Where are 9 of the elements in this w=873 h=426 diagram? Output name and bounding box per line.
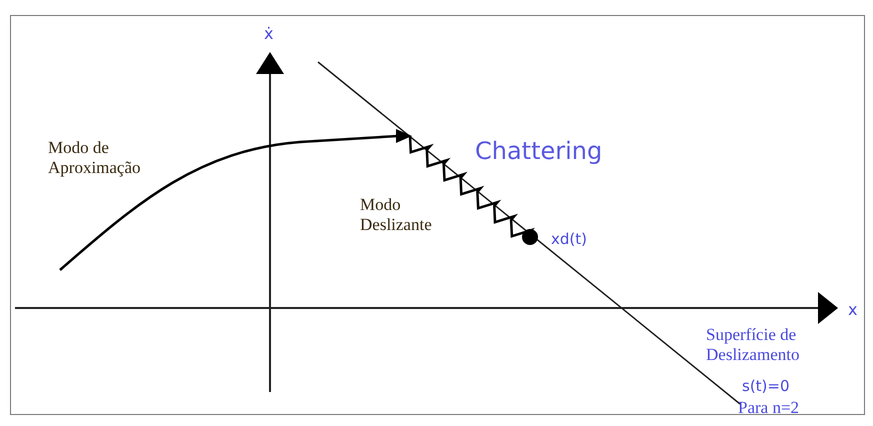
surface-label: Superfície de Deslizamento <box>706 325 800 365</box>
region-label: Modo Deslizante <box>360 195 433 235</box>
equation-label: s(t)=0 <box>742 376 791 396</box>
chattering-label: Chattering <box>475 136 604 166</box>
axis-label: x <box>848 300 858 320</box>
point-label: xd(t) <box>551 229 588 249</box>
axis-label: ẋ <box>264 24 274 44</box>
condition-label: Para n=2 <box>738 398 800 418</box>
region-label: Modo de Aproximação <box>48 138 142 178</box>
